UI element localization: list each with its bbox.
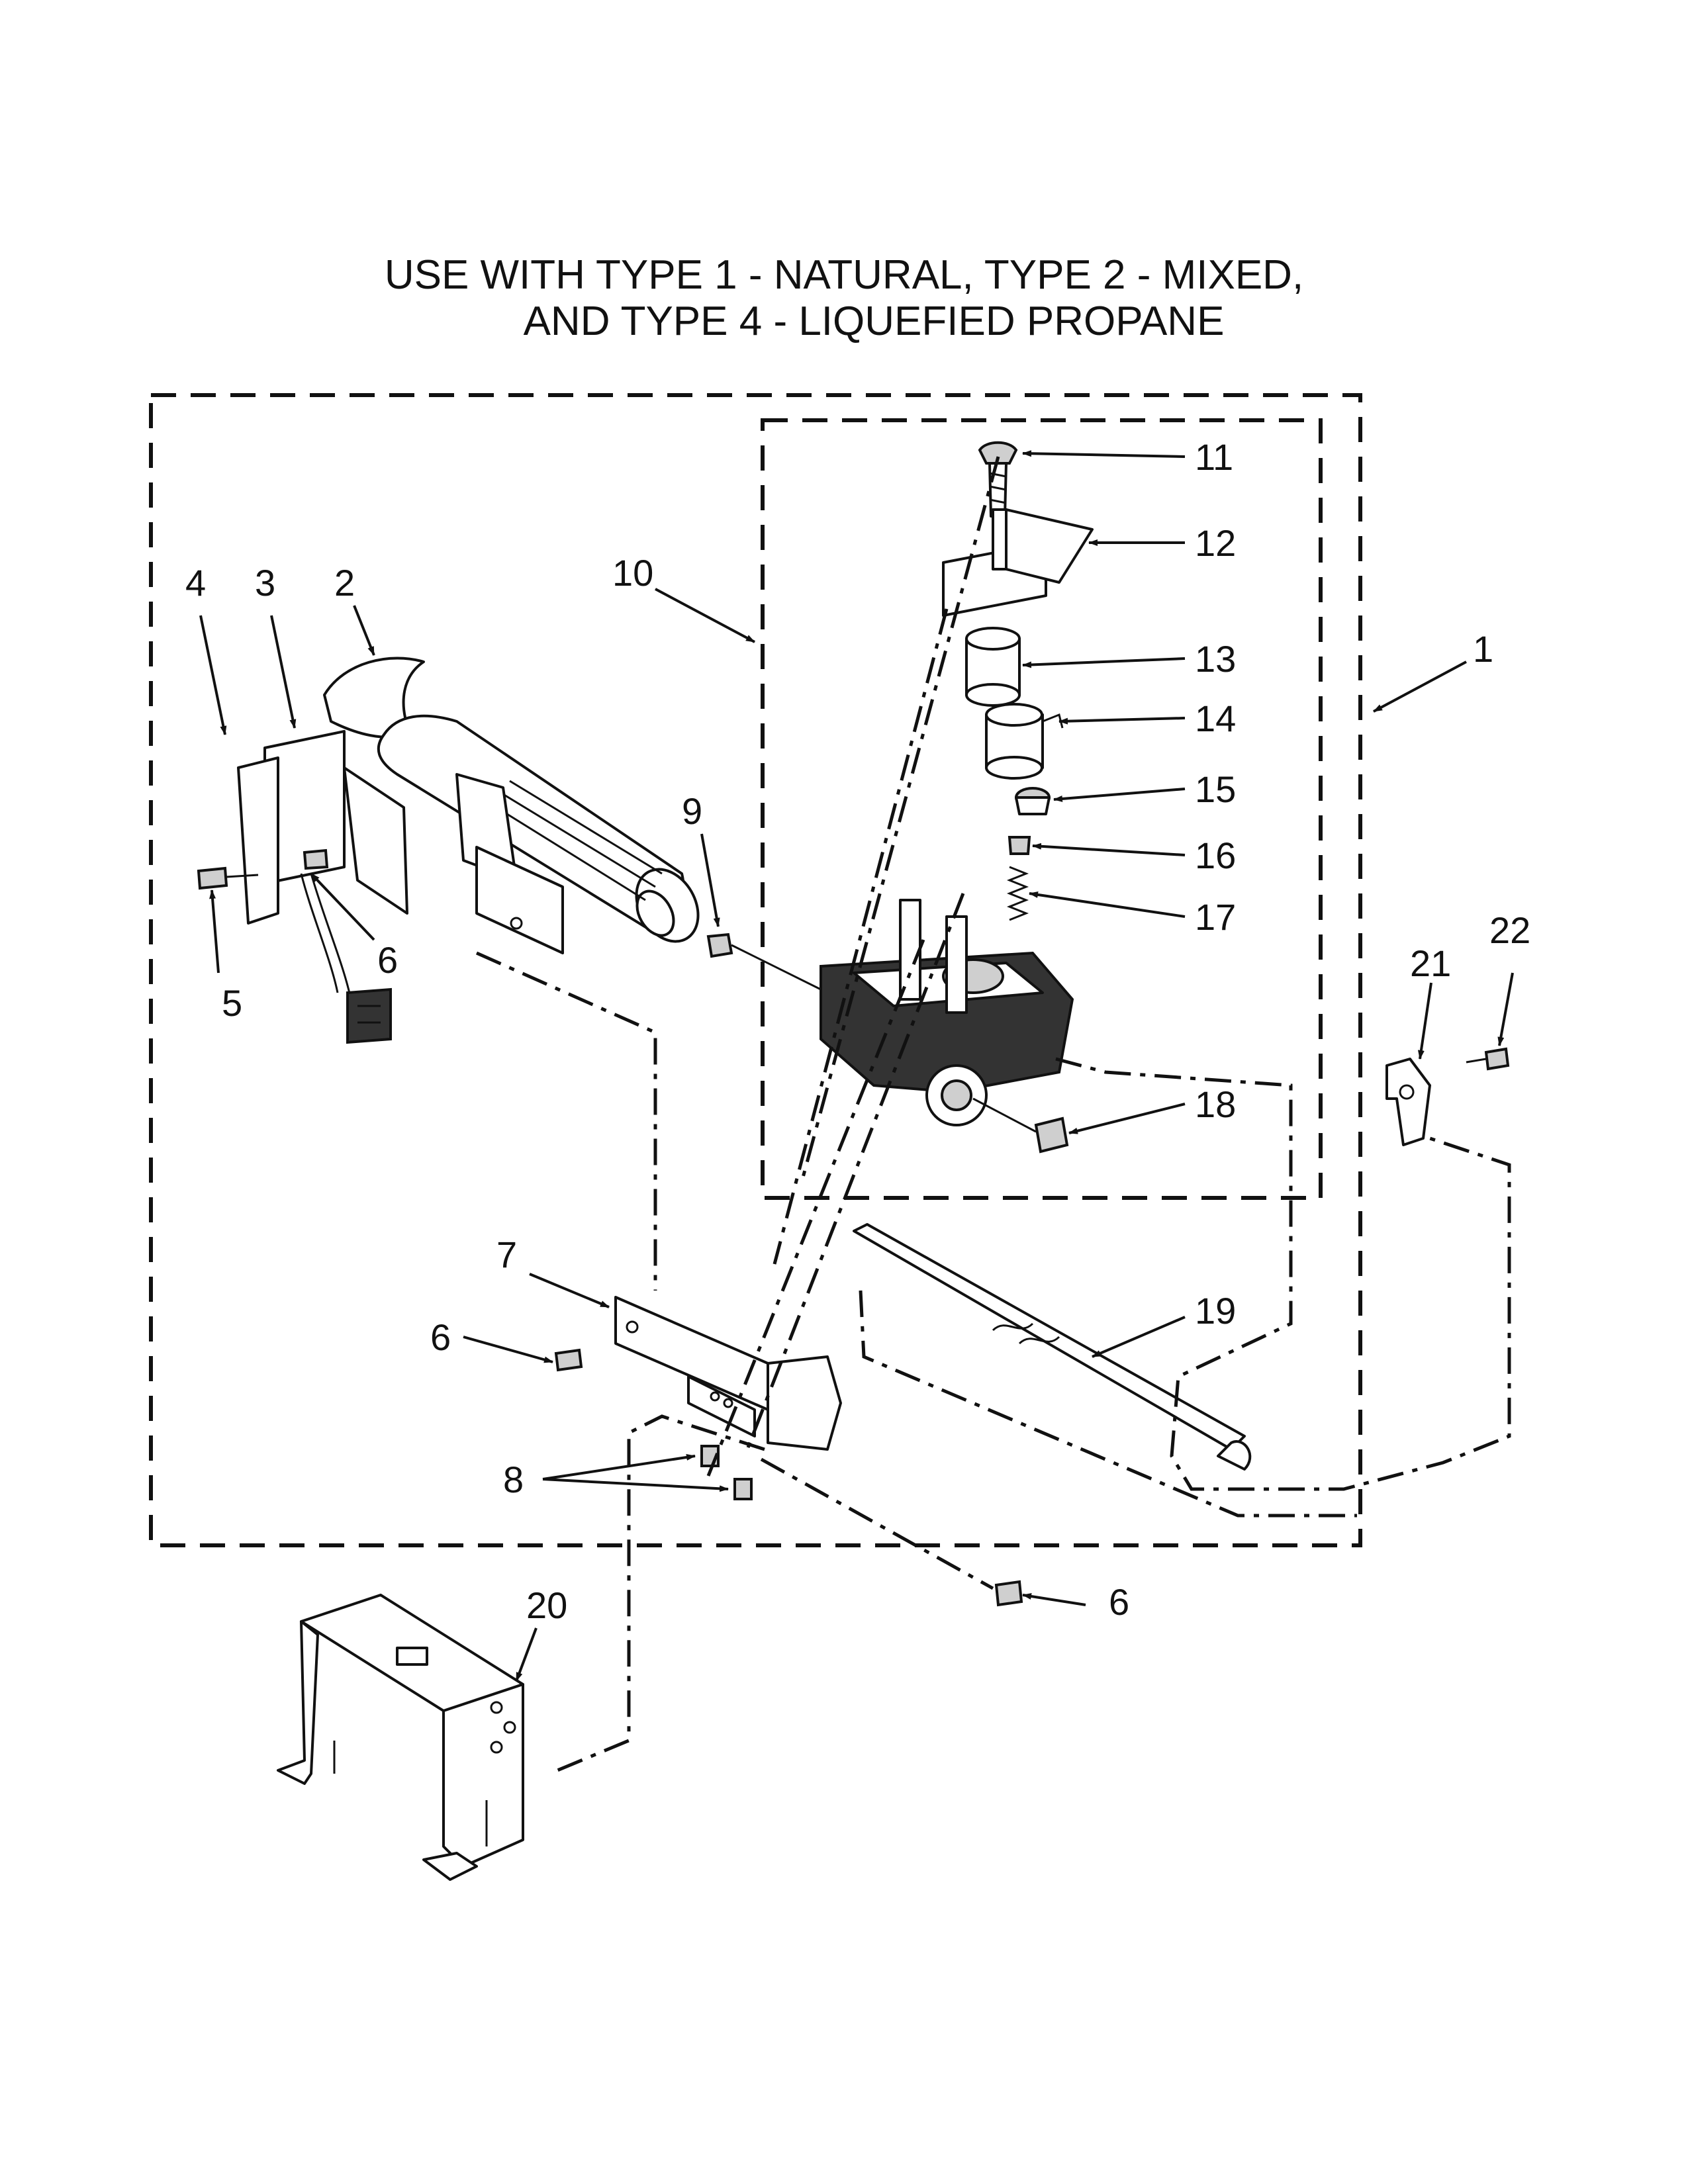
spring-part [1006,866,1029,921]
callout-19: 19 [1195,1290,1236,1332]
callout-1: 1 [1473,628,1493,670]
valve-mounting-bracket [277,1594,524,1881]
title-line-1: USE WITH TYPE 1 - NATURAL, TYPE 2 - MIXE… [384,252,1304,298]
callout-13: 13 [1195,638,1236,680]
callout-22: 22 [1489,909,1530,951]
solenoid-coil-lower [985,703,1064,780]
callout-7: 7 [496,1234,517,1275]
clamp-screw [1466,1047,1510,1071]
callout-17: 17 [1195,896,1236,938]
callout-10: 10 [612,552,653,594]
callout-2: 2 [334,562,355,604]
callout-6-lower: 6 [1109,1581,1129,1623]
callout-16: 16 [1195,835,1236,876]
callout-12: 12 [1195,522,1236,564]
solenoid-coil-upper [965,627,1021,707]
callout-5: 5 [222,982,242,1024]
valve-mounting-screw [978,441,1018,518]
burner-screw-left [197,866,259,890]
callout-3: 3 [255,562,275,604]
main-burner-orifice [706,933,828,994]
callout-20: 20 [526,1584,567,1626]
callout-21: 21 [1410,942,1451,984]
valve-support-bracket [614,1296,842,1451]
callout-15: 15 [1195,768,1236,810]
screw-lower-right [994,1580,1023,1607]
bracket-screw-left [554,1348,583,1372]
bracket-screws-bottom [700,1445,753,1500]
callout-14: 14 [1195,698,1236,739]
callout-11: 11 [1195,436,1233,478]
title-line-2: AND TYPE 4 - LIQUEFIED PROPANE [523,298,1225,344]
valve-cap-part [1015,787,1051,815]
igniter-bracket-part [237,730,408,1044]
gas-valve-body [820,899,1074,1126]
sensor-bracket-part [475,846,564,954]
callout-6-bracket: 6 [430,1316,451,1358]
callout-4: 4 [185,562,206,604]
burner-screw-right [303,848,329,870]
connector-plug-part [972,1097,1069,1154]
valve-assembly-boundary [761,418,1323,1200]
callout-6-burner: 6 [377,939,398,981]
callout-8: 8 [503,1459,524,1500]
burner-tube-part [323,657,700,943]
callout-18: 18 [1195,1083,1236,1125]
leader-lines [199,450,1514,1682]
plunger-part [1008,836,1031,855]
coil-bracket-part [942,508,1094,617]
callout-9: 9 [682,790,702,832]
sensor-tube-part [853,1223,1252,1471]
callout-labels: 1 2 3 4 5 6 6 6 7 8 9 10 11 12 13 14 15 … [185,436,1530,1626]
alignment-lines [475,456,1511,1776]
assembly-boundary-outer [149,393,1362,1547]
tube-clamp-part [1385,1058,1431,1146]
